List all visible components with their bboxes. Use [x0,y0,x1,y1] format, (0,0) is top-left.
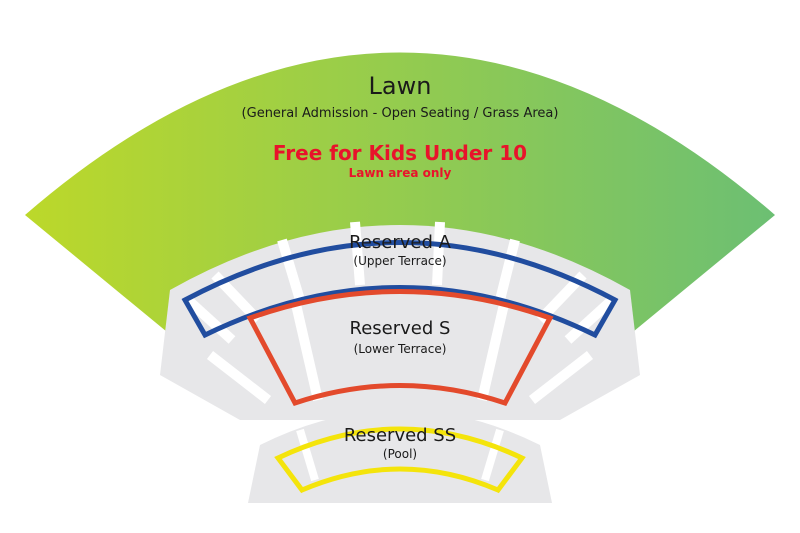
aisle [296,428,319,482]
aisle [564,296,616,344]
aisle [277,238,305,302]
aisle [495,238,520,302]
reserved-s-title: Reserved S [350,318,451,339]
pool-aisles [296,428,504,482]
aisle [206,351,272,404]
reserved-s-section[interactable] [246,289,554,407]
aisle [184,296,236,344]
promo-text: Free for Kids Under 10 [273,141,527,165]
reserved-a-subtitle: (Upper Terrace) [353,254,446,268]
aisle [432,221,445,286]
reserved-a-section[interactable] [181,240,619,339]
reserved-ss-section[interactable] [274,426,526,494]
promo-note: Lawn area only [349,166,452,180]
aisle [350,221,365,286]
reserved-s-subtitle: (Lower Terrace) [354,342,447,356]
aisle [477,298,510,402]
aisle [528,351,594,404]
aisle [290,298,323,402]
reserved-ss-subtitle: (Pool) [383,447,417,461]
lawn-title: Lawn [369,72,432,100]
aisle [481,428,504,482]
reserved-ss-title: Reserved SS [344,425,456,446]
lawn-subtitle: (General Admission - Open Seating / Gras… [242,106,559,121]
reserved-a-title: Reserved A [349,232,451,253]
